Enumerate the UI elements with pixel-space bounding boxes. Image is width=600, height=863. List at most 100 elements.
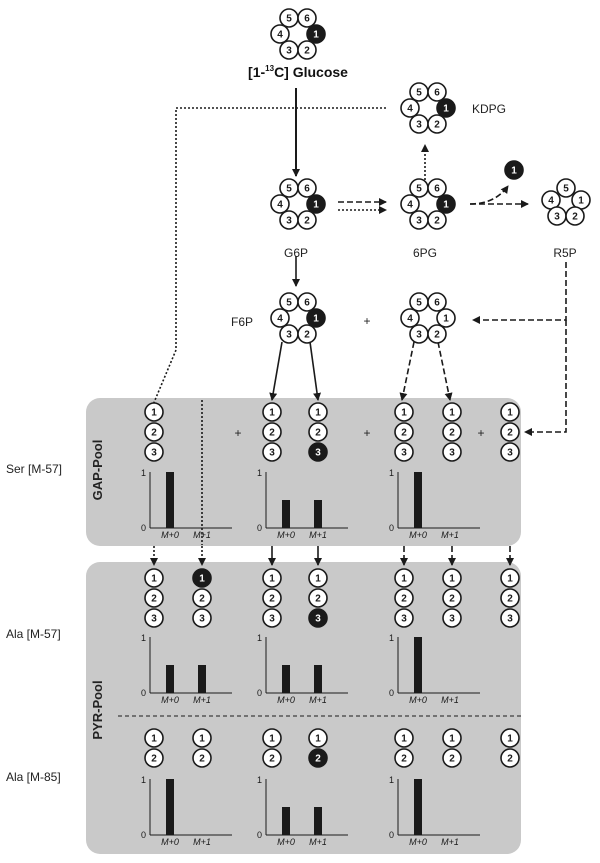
svg-text:6: 6 xyxy=(434,88,440,99)
carbon-atom: 2 xyxy=(565,206,585,226)
carbon-atom: 1 xyxy=(144,568,164,588)
x-tick-m0: M+0 xyxy=(161,530,179,540)
isotopomer-bar xyxy=(414,637,422,693)
y-tick-one: 1 xyxy=(141,775,146,785)
plus-sign: + xyxy=(234,426,241,440)
svg-text:3: 3 xyxy=(286,216,292,227)
x-tick-m1: M+1 xyxy=(309,837,327,847)
ala85-fragment-label: Ala [M-85] xyxy=(6,770,61,784)
svg-text:2: 2 xyxy=(434,120,440,131)
svg-text:3: 3 xyxy=(286,46,292,57)
x-tick-m0: M+0 xyxy=(409,530,427,540)
svg-text:6: 6 xyxy=(304,298,310,309)
carbon-atom: 1 xyxy=(394,402,414,422)
svg-text:5: 5 xyxy=(286,298,292,309)
carbon-atom: 5 xyxy=(279,292,299,312)
svg-text:1: 1 xyxy=(313,200,319,211)
svg-text:2: 2 xyxy=(269,594,275,605)
x-tick-m0: M+0 xyxy=(161,695,179,705)
isotopomer-bar xyxy=(314,807,322,835)
x-tick-m1: M+1 xyxy=(441,837,459,847)
svg-text:3: 3 xyxy=(416,120,422,131)
x-tick-m1: M+1 xyxy=(309,530,327,540)
labeled-carbon-atom: 1 xyxy=(306,194,326,214)
carbon-atom: 1 xyxy=(262,568,282,588)
carbon-atom: 3 xyxy=(409,324,429,344)
svg-text:2: 2 xyxy=(269,754,275,765)
svg-text:2: 2 xyxy=(572,212,578,223)
labeled-carbon-atom: 1 xyxy=(306,308,326,328)
isotopomer-bar xyxy=(166,665,174,693)
svg-text:1: 1 xyxy=(315,408,321,419)
ser-fragment-label: Ser [M-57] xyxy=(6,462,62,476)
y-tick-one: 1 xyxy=(257,775,262,785)
r5p-label: R5P xyxy=(553,246,576,260)
svg-text:1: 1 xyxy=(401,408,407,419)
svg-text:2: 2 xyxy=(269,428,275,439)
x-tick-m0: M+0 xyxy=(409,837,427,847)
labeled-carbon-atom: 1 xyxy=(306,24,326,44)
svg-text:2: 2 xyxy=(434,216,440,227)
svg-text:2: 2 xyxy=(449,428,455,439)
carbon-atom: 5 xyxy=(409,82,429,102)
x-tick-m0: M+0 xyxy=(409,695,427,705)
svg-text:1: 1 xyxy=(151,734,157,745)
svg-text:6: 6 xyxy=(304,14,310,25)
carbon-atom: 3 xyxy=(192,608,212,628)
isotopomer-bar xyxy=(282,500,290,528)
y-tick-zero: 0 xyxy=(389,688,394,698)
x-tick-m1: M+1 xyxy=(193,530,211,540)
svg-text:4: 4 xyxy=(407,200,413,211)
carbon-atom: 1 xyxy=(394,568,414,588)
carbon-atom: 2 xyxy=(394,748,414,768)
isotopomer-bar xyxy=(282,807,290,835)
6pg-label: 6PG xyxy=(413,246,437,260)
svg-text:1: 1 xyxy=(507,734,513,745)
svg-text:3: 3 xyxy=(401,614,407,625)
carbon-atom: 3 xyxy=(144,608,164,628)
svg-text:2: 2 xyxy=(199,754,205,765)
y-tick-zero: 0 xyxy=(389,830,394,840)
pyr-pool-panel xyxy=(86,562,521,854)
svg-text:2: 2 xyxy=(199,594,205,605)
svg-text:3: 3 xyxy=(401,448,407,459)
carbon-atom: 1 xyxy=(308,402,328,422)
y-tick-zero: 0 xyxy=(141,688,146,698)
carbon-atom: 5 xyxy=(409,178,429,198)
carbon-atom: 6 xyxy=(297,178,317,198)
y-tick-one: 1 xyxy=(257,468,262,478)
carbon-atom: 3 xyxy=(279,210,299,230)
svg-text:2: 2 xyxy=(315,594,321,605)
svg-text:5: 5 xyxy=(416,184,422,195)
x-tick-m0: M+0 xyxy=(277,530,295,540)
carbon-atom: 2 xyxy=(442,422,462,442)
carbon-atom: 1 xyxy=(308,728,328,748)
svg-text:3: 3 xyxy=(315,614,321,625)
y-tick-zero: 0 xyxy=(141,830,146,840)
labeled-carbon-atom: 2 xyxy=(308,748,328,768)
carbon-atom: 6 xyxy=(427,292,447,312)
isotopomer-bar xyxy=(198,665,206,693)
carbon-atom: 3 xyxy=(394,608,414,628)
svg-text:1: 1 xyxy=(449,734,455,745)
carbon-atom: 2 xyxy=(500,422,520,442)
labeled-carbon-atom: 3 xyxy=(308,608,328,628)
carbon-atom: 2 xyxy=(427,114,447,134)
svg-text:4: 4 xyxy=(277,200,283,211)
svg-text:3: 3 xyxy=(449,614,455,625)
carbon-atom: 2 xyxy=(442,748,462,768)
carbon-atom: 1 xyxy=(500,728,520,748)
carbon-atom: 4 xyxy=(270,194,290,214)
svg-text:2: 2 xyxy=(304,46,310,57)
labeled-carbon-atom: 1 xyxy=(504,160,524,180)
labeled-carbon-atom: 1 xyxy=(436,194,456,214)
carbon-atom: 2 xyxy=(427,324,447,344)
